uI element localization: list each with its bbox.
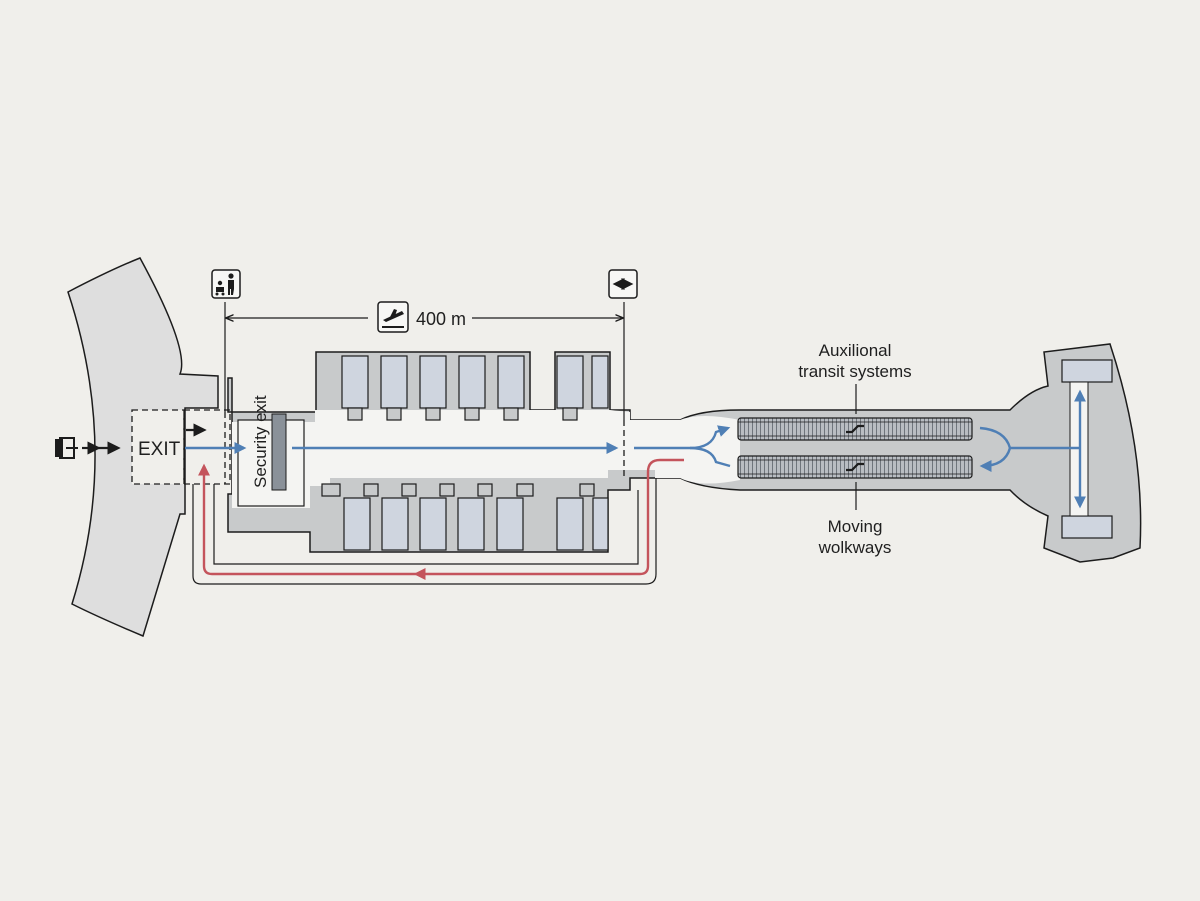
exit-zone bbox=[131, 409, 185, 485]
return-corridor-outline bbox=[192, 478, 657, 585]
end-room-top bbox=[1061, 359, 1113, 383]
walkways-label-line1: Moving bbox=[828, 517, 883, 536]
gate bbox=[496, 497, 524, 551]
exit-label: EXIT bbox=[138, 439, 181, 460]
gate bbox=[341, 355, 369, 409]
top-gates bbox=[341, 355, 609, 409]
escalator-icon bbox=[846, 462, 864, 472]
gate bbox=[457, 497, 485, 551]
exit-door-icon bbox=[55, 437, 78, 459]
central-corridor bbox=[232, 410, 740, 508]
security-hall bbox=[237, 419, 305, 507]
gate bbox=[591, 355, 609, 409]
aux-transit-label-line2: transit systems bbox=[798, 362, 911, 381]
family-icon bbox=[211, 269, 241, 299]
bidirectional-arrow-icon bbox=[608, 269, 638, 299]
gate bbox=[419, 497, 447, 551]
walkways-label-line2: wolkways bbox=[818, 538, 892, 557]
security-barrier bbox=[271, 413, 287, 491]
gate bbox=[380, 355, 408, 409]
departures-icon bbox=[377, 301, 409, 333]
end-room-bottom bbox=[1061, 515, 1113, 539]
security-exit-label: Security exit bbox=[251, 395, 270, 488]
bottom-gates bbox=[343, 497, 609, 551]
return-flow bbox=[198, 458, 684, 580]
gate bbox=[381, 497, 409, 551]
gate bbox=[419, 355, 447, 409]
escalator-icon bbox=[846, 424, 864, 434]
gate bbox=[497, 355, 525, 409]
gate bbox=[592, 497, 609, 551]
entry-arrows bbox=[82, 423, 207, 455]
aux-transit-label-line1: Auxilional bbox=[819, 341, 892, 360]
gate bbox=[458, 355, 486, 409]
gate bbox=[343, 497, 371, 551]
gate bbox=[556, 497, 584, 551]
gate bbox=[556, 355, 584, 409]
distance-label: 400 m bbox=[416, 309, 466, 329]
gate-connectors bbox=[321, 407, 595, 497]
arrival-flow bbox=[185, 389, 1086, 509]
return-corridor-inner bbox=[213, 484, 639, 565]
